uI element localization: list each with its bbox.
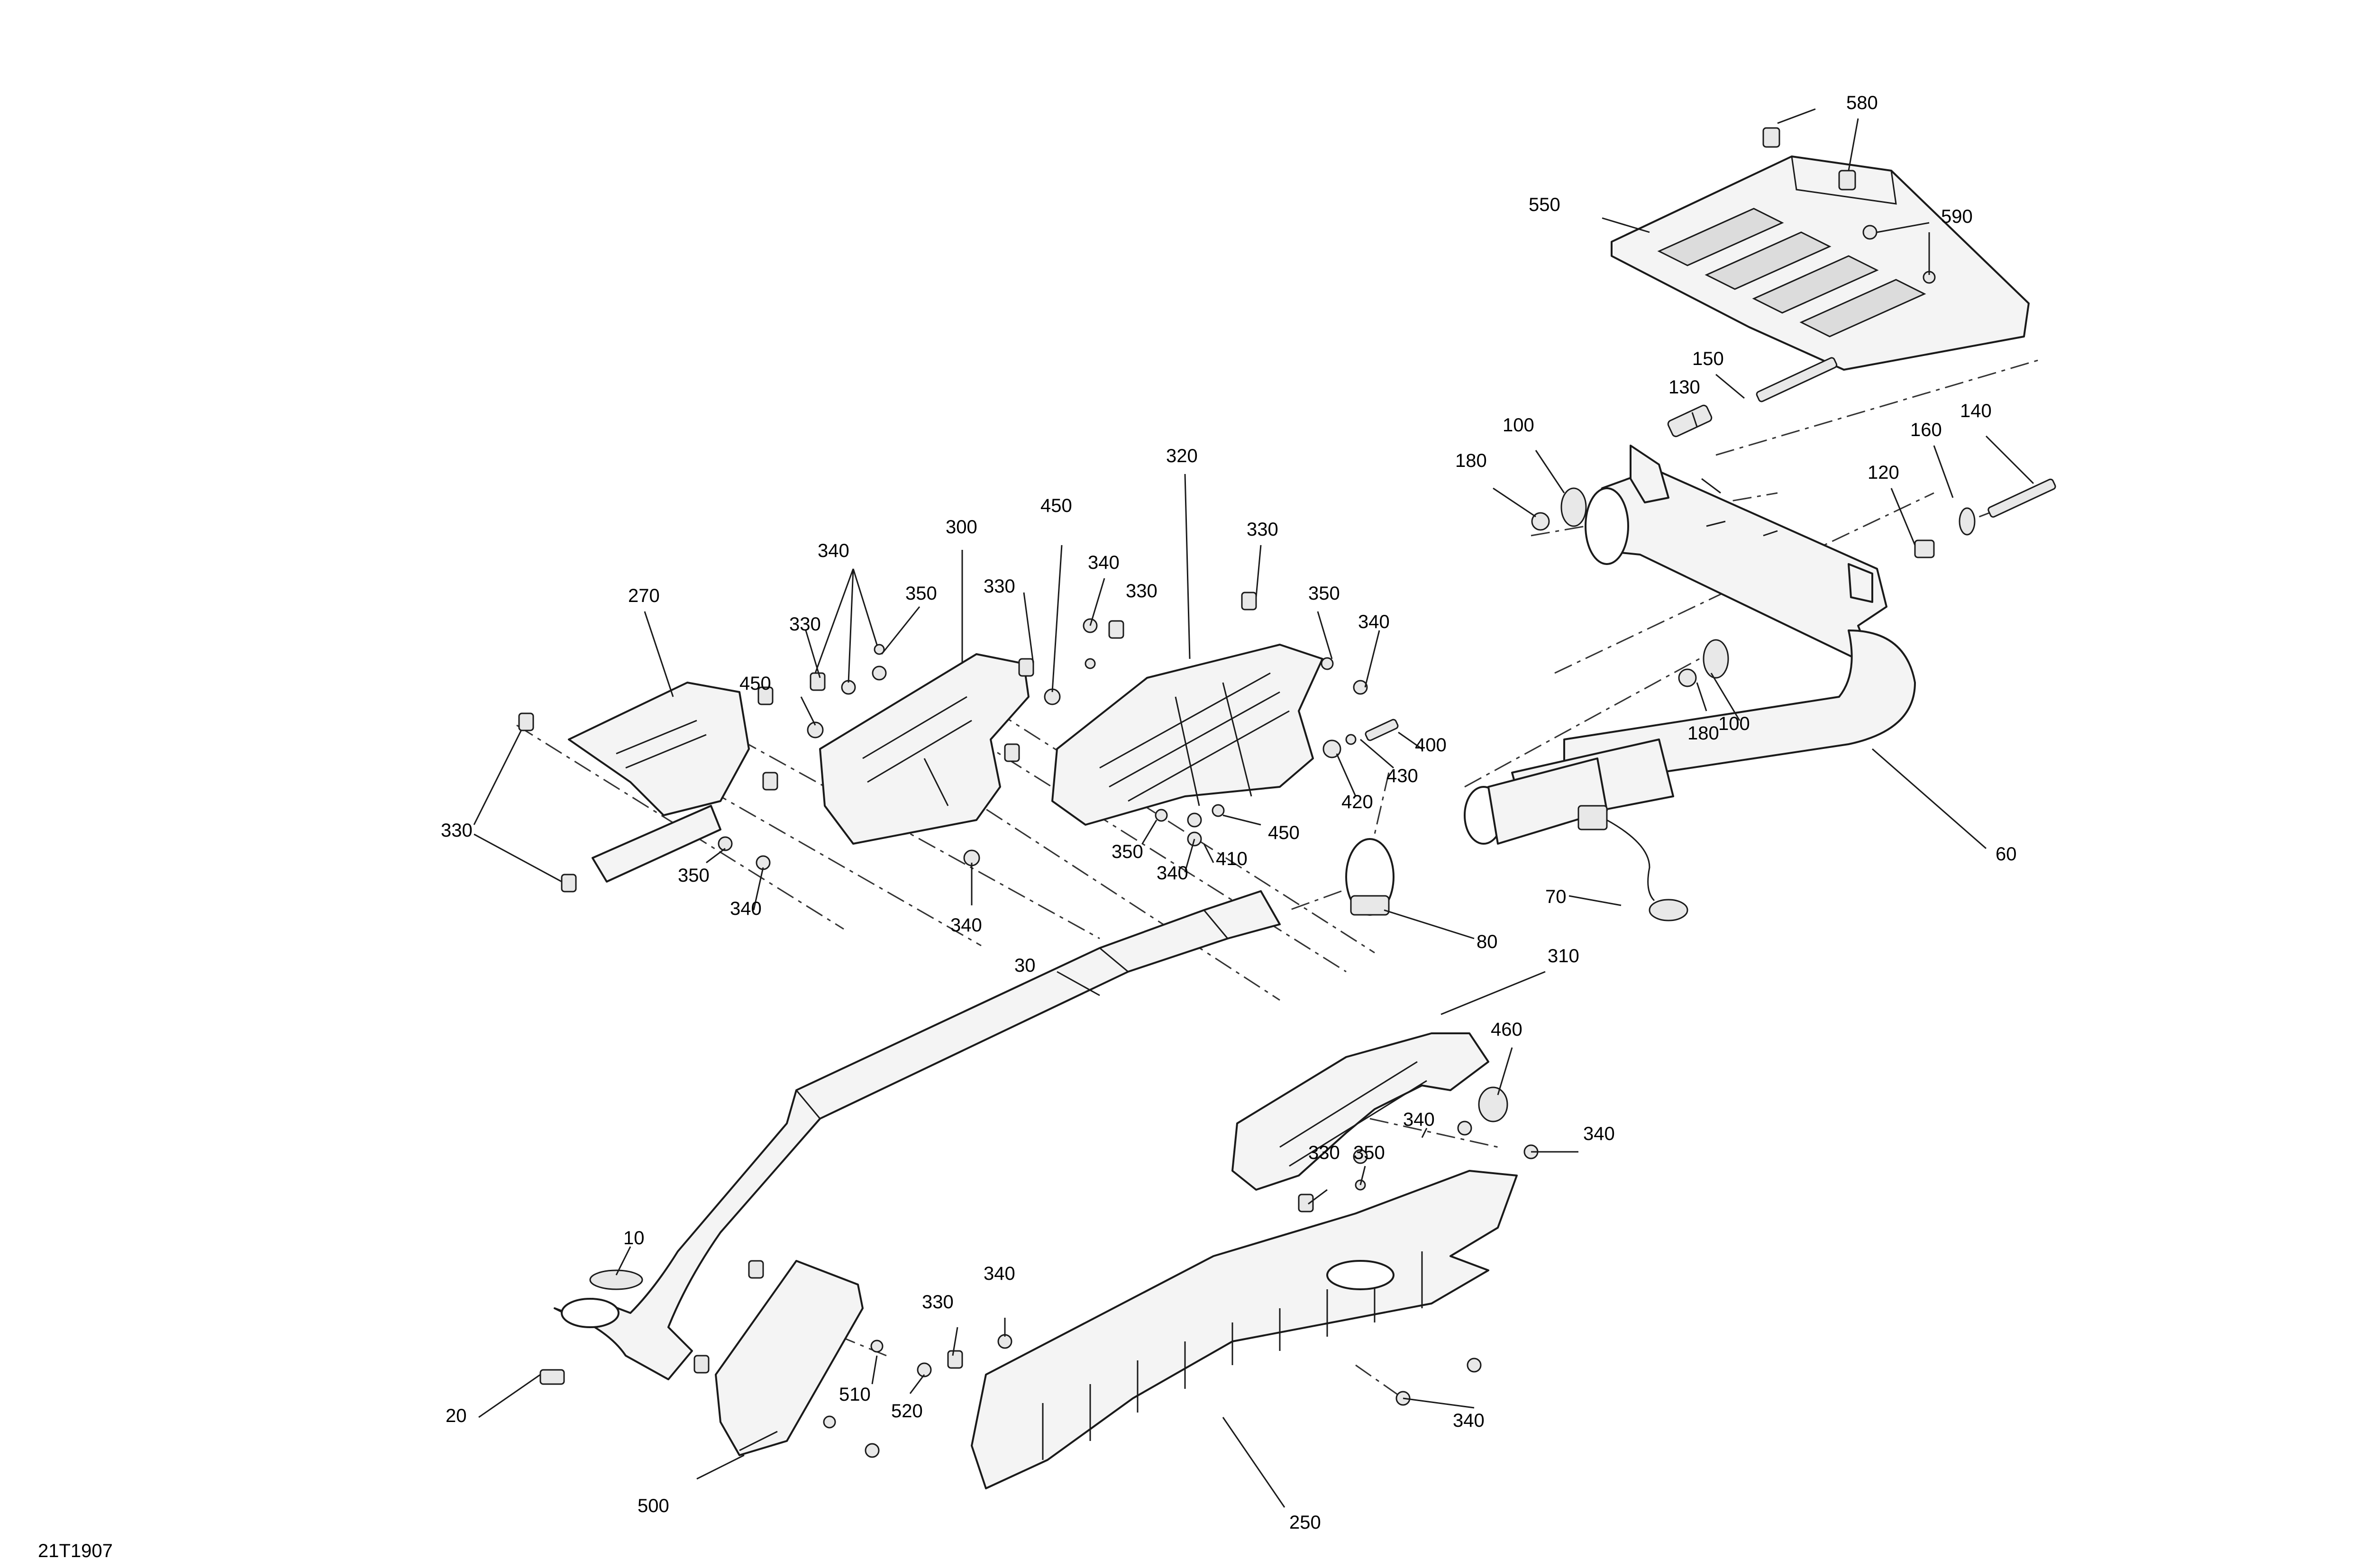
callout-340-e: 340 <box>950 915 982 936</box>
callout-340-a: 340 <box>818 540 849 561</box>
callout-130: 130 <box>1668 377 1700 398</box>
callout-120: 120 <box>1868 462 1899 483</box>
callout-180-lower: 180 <box>1687 723 1719 744</box>
fasteners-580-590[interactable] <box>1762 127 1936 284</box>
gasket-10[interactable] <box>589 1269 643 1290</box>
callout-320: 320 <box>1166 446 1198 466</box>
callout-340-d: 340 <box>730 898 762 919</box>
callout-350-e: 350 <box>1353 1142 1385 1163</box>
fasteners-500[interactable] <box>693 1260 932 1458</box>
callout-340-f: 340 <box>1157 863 1188 884</box>
callout-350-d: 350 <box>1112 841 1143 862</box>
fasteners-270[interactable] <box>518 686 778 893</box>
callout-80: 80 <box>1477 931 1498 952</box>
leader-lines <box>473 108 2034 1508</box>
callout-340-j: 340 <box>1453 1410 1485 1431</box>
callout-340-c: 340 <box>1358 611 1390 632</box>
heat-shield-320[interactable] <box>1051 644 1323 826</box>
callout-10: 10 <box>623 1228 645 1249</box>
callout-330-250-lower: 330 <box>922 1292 954 1313</box>
callout-330-left: 330 <box>441 820 473 841</box>
heat-shield-550[interactable] <box>1611 155 2030 371</box>
callout-450-b: 450 <box>1040 495 1072 516</box>
callout-330-250-upper: 330 <box>1308 1142 1340 1163</box>
spring-20[interactable] <box>539 1369 565 1385</box>
part-callouts: 10 20 30 60 70 80 100 100 120 130 140 15… <box>441 92 2017 1533</box>
callout-500: 500 <box>638 1495 669 1516</box>
callout-300: 300 <box>946 517 977 538</box>
callout-420: 420 <box>1341 792 1373 812</box>
callout-30: 30 <box>1014 955 1036 976</box>
fasteners-300[interactable] <box>807 644 1034 866</box>
callout-330-320-left: 330 <box>1126 581 1158 602</box>
callout-340-g: 340 <box>1403 1109 1435 1130</box>
callout-100-upper: 100 <box>1503 415 1534 436</box>
heat-shield-310[interactable] <box>1231 1032 1489 1191</box>
heat-shield-250[interactable] <box>971 1170 1518 1489</box>
shield-500[interactable] <box>715 1260 864 1456</box>
callout-450-c: 450 <box>1268 822 1300 843</box>
muffler-60[interactable] <box>1464 445 1916 845</box>
callout-340-b: 340 <box>1088 552 1120 573</box>
clamp-80[interactable] <box>1345 838 1395 916</box>
callout-520: 520 <box>891 1401 923 1422</box>
callout-350-c: 350 <box>678 865 710 886</box>
callout-400: 400 <box>1415 735 1447 756</box>
diagram-reference-code: 21T1907 <box>38 1541 113 1561</box>
callout-330-300: 330 <box>984 576 1015 597</box>
fasteners-310[interactable] <box>1457 1086 1539 1159</box>
callout-180-upper: 180 <box>1455 450 1487 471</box>
callout-150: 150 <box>1692 348 1724 369</box>
callout-160: 160 <box>1910 419 1942 440</box>
fasteners-320[interactable] <box>1044 592 1399 847</box>
callout-590: 590 <box>1941 206 1973 227</box>
heat-shield-300[interactable] <box>819 653 1030 845</box>
callout-270: 270 <box>628 585 660 606</box>
callout-450-a: 450 <box>739 673 771 694</box>
callout-310: 310 <box>1548 946 1579 966</box>
oxygen-sensor-70[interactable] <box>1577 805 1688 921</box>
callout-350-a: 350 <box>905 583 937 604</box>
callout-580: 580 <box>1846 92 1878 113</box>
muffler-mount-hardware[interactable] <box>1531 357 2056 687</box>
callout-340-i: 340 <box>984 1263 1015 1284</box>
callout-460: 460 <box>1491 1019 1522 1040</box>
callout-100-lower: 100 <box>1718 713 1750 734</box>
callout-410: 410 <box>1216 848 1248 869</box>
callout-140: 140 <box>1960 401 1992 421</box>
heat-shield-270[interactable] <box>568 682 750 883</box>
callout-70: 70 <box>1545 886 1567 907</box>
callout-60: 60 <box>1996 844 2017 865</box>
callout-250: 250 <box>1289 1512 1321 1533</box>
callout-330-320-right: 330 <box>1247 519 1278 540</box>
callout-330-270: 330 <box>789 614 821 635</box>
fasteners-250[interactable] <box>947 1149 1482 1406</box>
header-pipe-30[interactable] <box>554 890 1281 1380</box>
callout-350-b: 350 <box>1308 583 1340 604</box>
callout-550: 550 <box>1529 194 1560 215</box>
callout-20: 20 <box>446 1405 467 1426</box>
callout-430: 430 <box>1386 766 1418 786</box>
callout-510: 510 <box>839 1384 871 1405</box>
callout-340-h: 340 <box>1583 1123 1615 1144</box>
